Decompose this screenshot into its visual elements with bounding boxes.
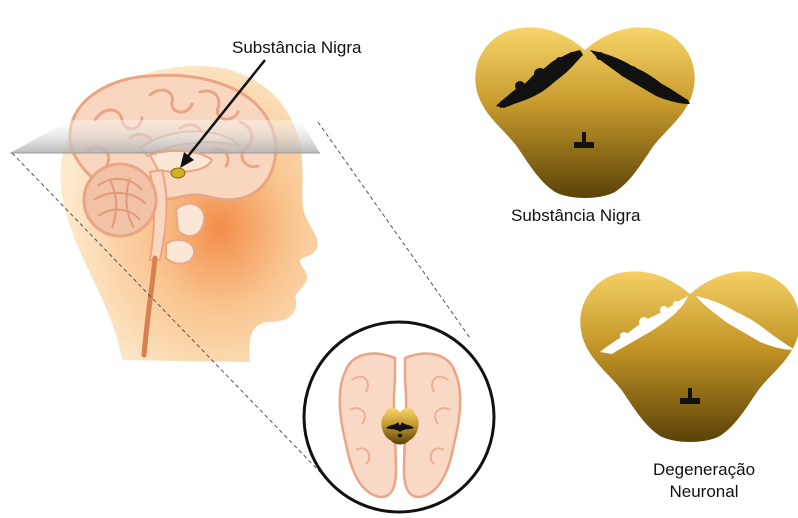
head-sagittal-group	[10, 60, 320, 362]
substantia-nigra-spot	[171, 168, 185, 178]
midbrain-healthy-shape	[475, 27, 694, 198]
nasal-cavity	[176, 204, 204, 236]
oral-cavity	[166, 240, 194, 264]
degeneration-caption-line1: Degeneração	[634, 459, 774, 481]
transverse-plane	[10, 120, 320, 153]
midbrain-healthy	[475, 27, 694, 198]
midbrain-degenerated-shape	[580, 271, 798, 442]
degeneration-caption-label: Degeneração Neuronal	[634, 459, 774, 503]
healthy-caption-label: Substância Nigra	[511, 206, 640, 226]
midbrain-degenerated	[580, 271, 798, 442]
axial-aqueduct	[398, 434, 402, 437]
degeneration-caption-line2: Neuronal	[634, 481, 774, 503]
axial-brain-slice	[304, 322, 494, 512]
head-callout-label: Substância Nigra	[232, 38, 361, 58]
